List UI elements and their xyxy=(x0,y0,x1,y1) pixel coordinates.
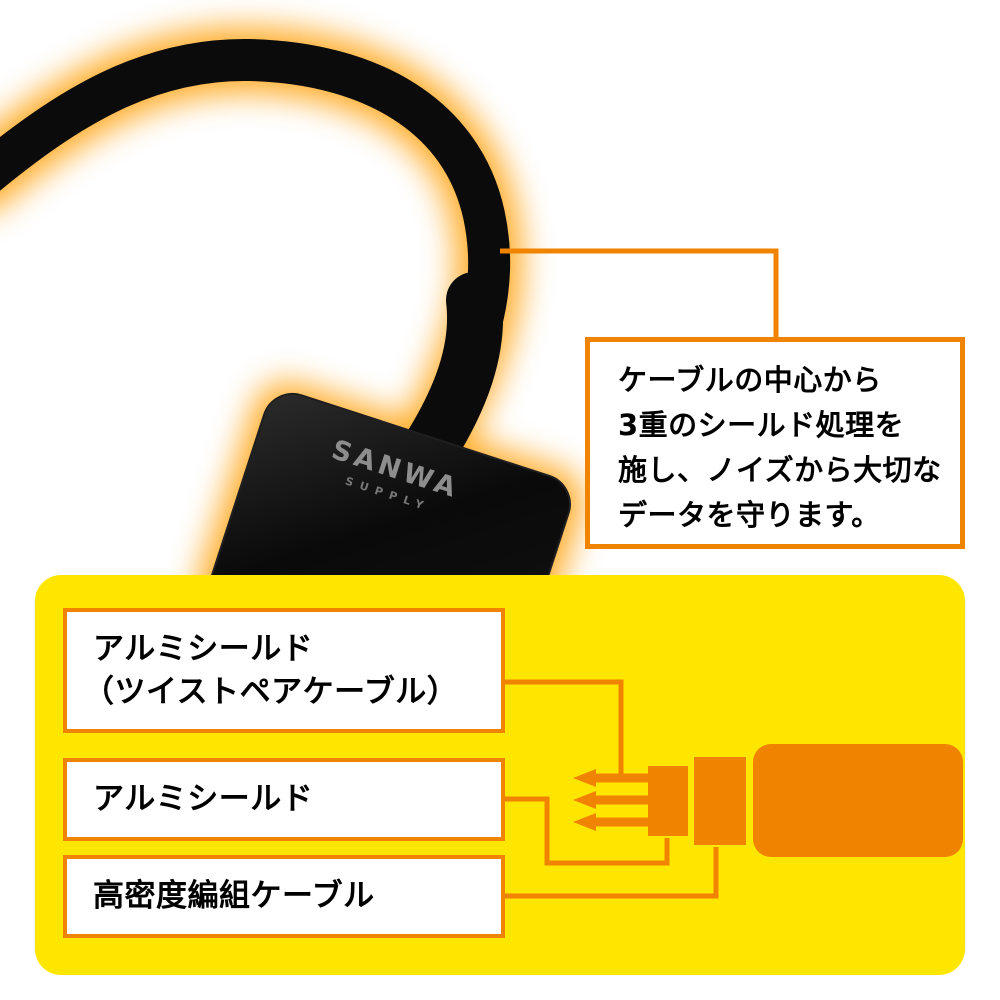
callout-text-line: 3重のシールド処理を xyxy=(618,408,905,442)
callout-text-line: 施し、ノイズから大切な xyxy=(618,453,942,487)
callout-text-line: ケーブルの中心から xyxy=(618,363,882,397)
label-braided-cable: 高密度編組ケーブル xyxy=(63,855,505,938)
label-aluminum-shield-twisted-pair: アルミシールド （ツイストペアケーブル） xyxy=(63,608,505,733)
label-text-line: （ツイストペアケーブル） xyxy=(83,673,459,710)
cable-boot xyxy=(402,272,503,476)
label-text-line: 高密度編組ケーブル xyxy=(93,878,375,914)
label-aluminum-shield: アルミシールド xyxy=(63,758,505,841)
callout-text-box: ケーブルの中心から 3重のシールド処理を 施し、ノイズから大切な データを守りま… xyxy=(585,337,965,549)
usb-cable-photo xyxy=(0,38,511,469)
callout-text-line: データを守ります。 xyxy=(618,498,881,532)
label-text-line: アルミシールド xyxy=(93,781,314,817)
label-text-line: アルミシールド xyxy=(93,630,314,667)
